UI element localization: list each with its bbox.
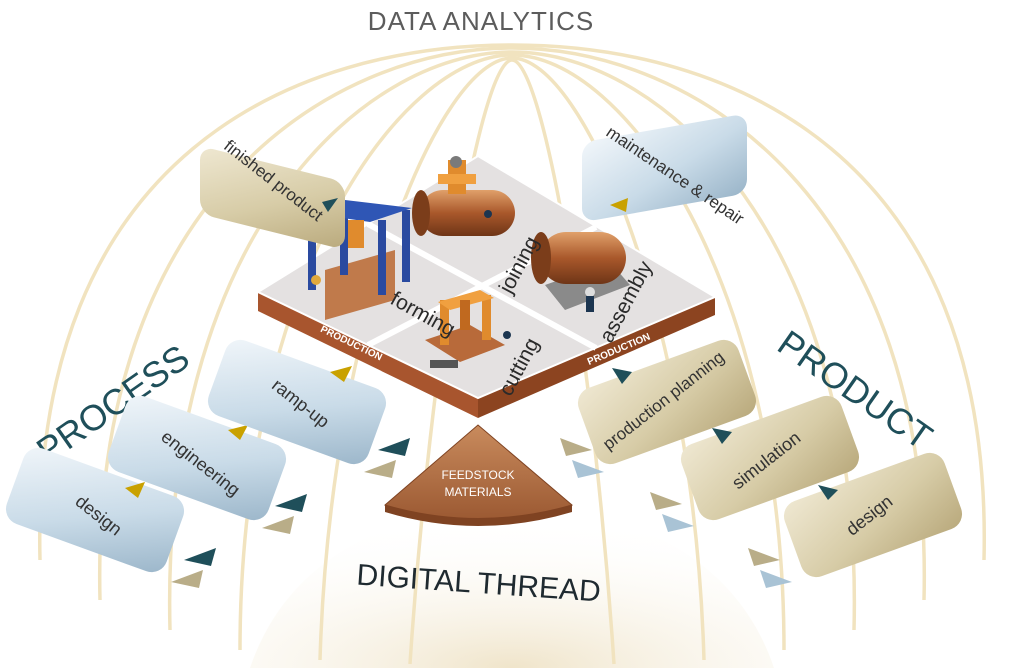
feedstock-label-line2: MATERIALS xyxy=(444,485,511,499)
product-step-simulation: simulation xyxy=(680,395,860,521)
lifecycle-tile-finished-product: finished product xyxy=(200,136,345,247)
feedstock-materials-wedge: FEEDSTOCK MATERIALS xyxy=(383,424,574,526)
product-step-design: design xyxy=(783,452,963,578)
data-analytics-title: DATA ANALYTICS xyxy=(368,6,594,36)
joining-machine-icon xyxy=(412,156,515,236)
feedstock-label-line1: FEEDSTOCK xyxy=(441,468,514,482)
digital-thread-glow xyxy=(250,500,774,668)
decorative-triangles xyxy=(171,438,792,588)
assembly-machine-icon xyxy=(531,232,630,312)
production-platform: forming joining cutting assembly PRODUCT… xyxy=(255,154,718,418)
process-step-ramp-up: ramp-up xyxy=(207,339,387,465)
product-steps: production planning simulation design xyxy=(577,339,963,578)
cutting-machine-icon xyxy=(425,290,511,368)
process-step-design: design xyxy=(5,447,185,573)
process-step-engineering: engineering xyxy=(107,395,287,521)
forming-machine-icon xyxy=(302,200,412,320)
process-steps: design engineering ramp-up xyxy=(5,339,387,573)
lifecycle-tile-maintenance: maintenance & repair xyxy=(582,115,748,229)
